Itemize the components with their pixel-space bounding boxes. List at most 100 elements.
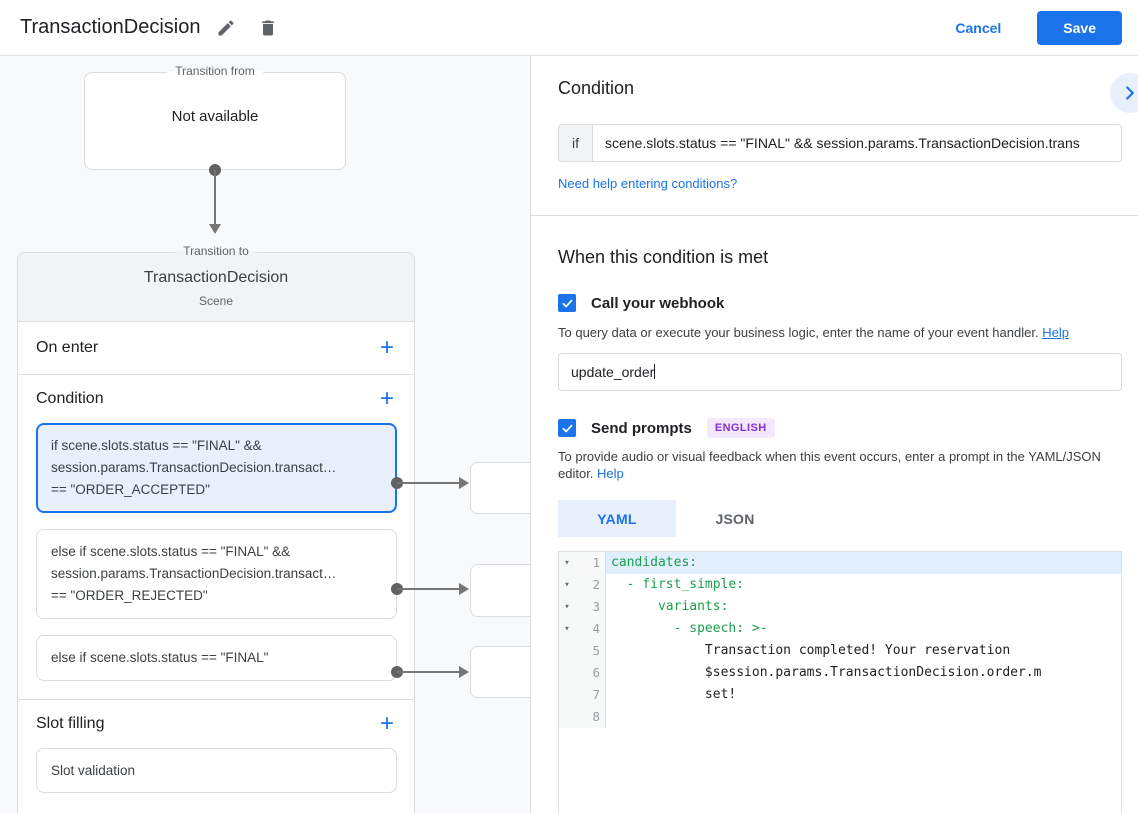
- add-slot-button[interactable]: +: [379, 710, 394, 737]
- line-number: 2: [592, 577, 600, 592]
- slot-validation-card[interactable]: Slot validation: [36, 748, 397, 793]
- top-bar: TransactionDecision Cancel Save: [0, 0, 1138, 56]
- collapse-panel-button[interactable]: [1110, 73, 1138, 113]
- code-line: 5 Transaction completed! Your reservatio…: [559, 640, 1121, 662]
- condition-text-line: session.params.TransactionDecision.trans…: [51, 460, 337, 475]
- when-met-section: When this condition is met Call your web…: [531, 216, 1138, 813]
- condition-help-link[interactable]: Need help entering conditions?: [558, 176, 738, 191]
- line-number: 1: [592, 555, 600, 570]
- code-line: ▾ 3 variants:: [559, 596, 1121, 618]
- condition-card-accepted[interactable]: if scene.slots.status == "FINAL" && sess…: [36, 423, 397, 513]
- line-number: 7: [592, 687, 600, 702]
- tab-yaml[interactable]: YAML: [558, 500, 676, 537]
- save-button[interactable]: Save: [1037, 10, 1122, 45]
- condition-card-rejected[interactable]: else if scene.slots.status == "FINAL" &&…: [36, 529, 397, 619]
- add-on-enter-button[interactable]: +: [379, 334, 394, 361]
- slot-filling-section: Slot filling + Slot validation: [18, 700, 414, 811]
- edge-line: [397, 671, 459, 673]
- yaml-code-editor[interactable]: ▾ 1 candidates: ▾ 2 - first_simple: ▾ 3 var…: [558, 551, 1122, 813]
- transition-target-node[interactable]: [470, 462, 530, 514]
- condition-text-line: else if scene.slots.status == "FINAL": [51, 650, 269, 665]
- text-cursor: [654, 364, 656, 379]
- code-line: ▾ 2 - first_simple:: [559, 574, 1121, 596]
- code-line: 6 $session.params.TransactionDecision.or…: [559, 662, 1121, 684]
- prompts-help-link[interactable]: Help: [597, 466, 624, 481]
- scene-header: TransactionDecision Scene: [18, 253, 414, 322]
- page-title: TransactionDecision: [20, 16, 201, 38]
- code-text: $session.params.TransactionDecision.orde…: [611, 665, 1042, 680]
- scene-diagram-panel: Transition from Not available Transition…: [0, 56, 531, 813]
- send-prompts-label: Send prompts: [591, 419, 692, 437]
- condition-editor-panel: Condition if scene.slots.status == "FINA…: [531, 56, 1138, 813]
- send-prompts-checkbox[interactable]: [558, 419, 576, 437]
- prompt-editor-tabs: YAML JSON: [558, 500, 1122, 537]
- scene-name: TransactionDecision: [143, 269, 289, 286]
- arrow-down-icon: [209, 224, 221, 234]
- chevron-right-icon: [1126, 86, 1134, 100]
- transition-to-box: Transition to TransactionDecision Scene …: [17, 244, 415, 813]
- prompts-helper-text: To provide audio or visual feedback when…: [558, 448, 1122, 482]
- pencil-icon: [218, 19, 234, 35]
- webhook-checkbox[interactable]: [558, 294, 576, 312]
- transition-from-legend: Transition from: [167, 64, 263, 78]
- code-line: ▾ 1 candidates:: [559, 552, 1121, 574]
- add-condition-button[interactable]: +: [379, 385, 394, 412]
- tab-json[interactable]: JSON: [715, 510, 755, 527]
- trash-icon: [262, 20, 275, 35]
- code-line: 7 set!: [559, 684, 1121, 706]
- line-number: 3: [592, 599, 600, 614]
- condition-text-line: session.params.TransactionDecision.trans…: [51, 566, 337, 581]
- condition-expression-section: Condition if scene.slots.status == "FINA…: [531, 56, 1138, 216]
- condition-text-line: if scene.slots.status == "FINAL" &&: [51, 438, 262, 453]
- checkmark-icon: [562, 299, 572, 307]
- transition-target-node[interactable]: [470, 646, 530, 698]
- language-badge: ENGLISH: [706, 418, 775, 438]
- edit-title-button[interactable]: [210, 12, 242, 44]
- fold-toggle-icon[interactable]: ▾: [564, 558, 570, 568]
- code-text: set!: [611, 687, 737, 702]
- code-text: variants:: [611, 599, 729, 614]
- connector-line: [214, 170, 216, 226]
- cancel-button[interactable]: Cancel: [955, 19, 1002, 36]
- condition-label: Condition: [36, 390, 104, 407]
- edge-arrowhead-icon: [459, 583, 469, 595]
- code-text: - first_simple:: [611, 577, 745, 592]
- condition-heading: Condition: [558, 78, 635, 98]
- condition-text-line: == "ORDER_ACCEPTED": [51, 482, 210, 497]
- transition-from-value: Not available: [171, 107, 259, 125]
- line-number: 6: [592, 665, 600, 680]
- code-text: Transaction completed! Your reservation: [611, 643, 1011, 658]
- webhook-helper-body: To query data or execute your business l…: [558, 325, 1039, 340]
- fold-toggle-icon[interactable]: ▾: [564, 602, 570, 612]
- delete-scene-button[interactable]: [252, 12, 284, 44]
- transition-from-box: Transition from Not available: [84, 64, 346, 170]
- when-met-heading: When this condition is met: [558, 247, 769, 267]
- checkmark-icon: [562, 424, 572, 432]
- code-text: [606, 706, 1121, 728]
- edge-line: [397, 588, 459, 590]
- webhook-help-link[interactable]: Help: [1042, 325, 1069, 340]
- line-number: 4: [592, 621, 600, 636]
- slot-filling-label: Slot filling: [36, 715, 105, 732]
- condition-card-final[interactable]: else if scene.slots.status == "FINAL": [36, 635, 397, 681]
- event-handler-input[interactable]: update_order: [558, 353, 1122, 391]
- edge-arrowhead-icon: [459, 666, 469, 678]
- transition-to-legend: Transition to: [175, 244, 257, 258]
- line-number: 8: [592, 709, 600, 724]
- code-text: candidates:: [606, 552, 1121, 574]
- condition-expression-input[interactable]: scene.slots.status == "FINAL" && session…: [592, 124, 1122, 162]
- code-line: ▾ 4 - speech: >-: [559, 618, 1121, 640]
- fold-toggle-icon[interactable]: ▾: [564, 580, 570, 590]
- webhook-helper-text: To query data or execute your business l…: [558, 324, 1122, 341]
- fold-toggle-icon[interactable]: ▾: [564, 624, 570, 634]
- code-text: - speech: >-: [611, 621, 768, 636]
- line-number: 5: [592, 643, 600, 658]
- on-enter-section: On enter +: [18, 322, 414, 375]
- condition-text-line: else if scene.slots.status == "FINAL" &&: [51, 544, 291, 559]
- transition-target-node[interactable]: [470, 564, 530, 617]
- if-prefix: if: [558, 124, 592, 162]
- scene-type-label: Scene: [198, 294, 234, 308]
- code-line: 8: [559, 706, 1121, 728]
- condition-text-line: == "ORDER_REJECTED": [51, 588, 208, 603]
- edge-line: [397, 482, 459, 484]
